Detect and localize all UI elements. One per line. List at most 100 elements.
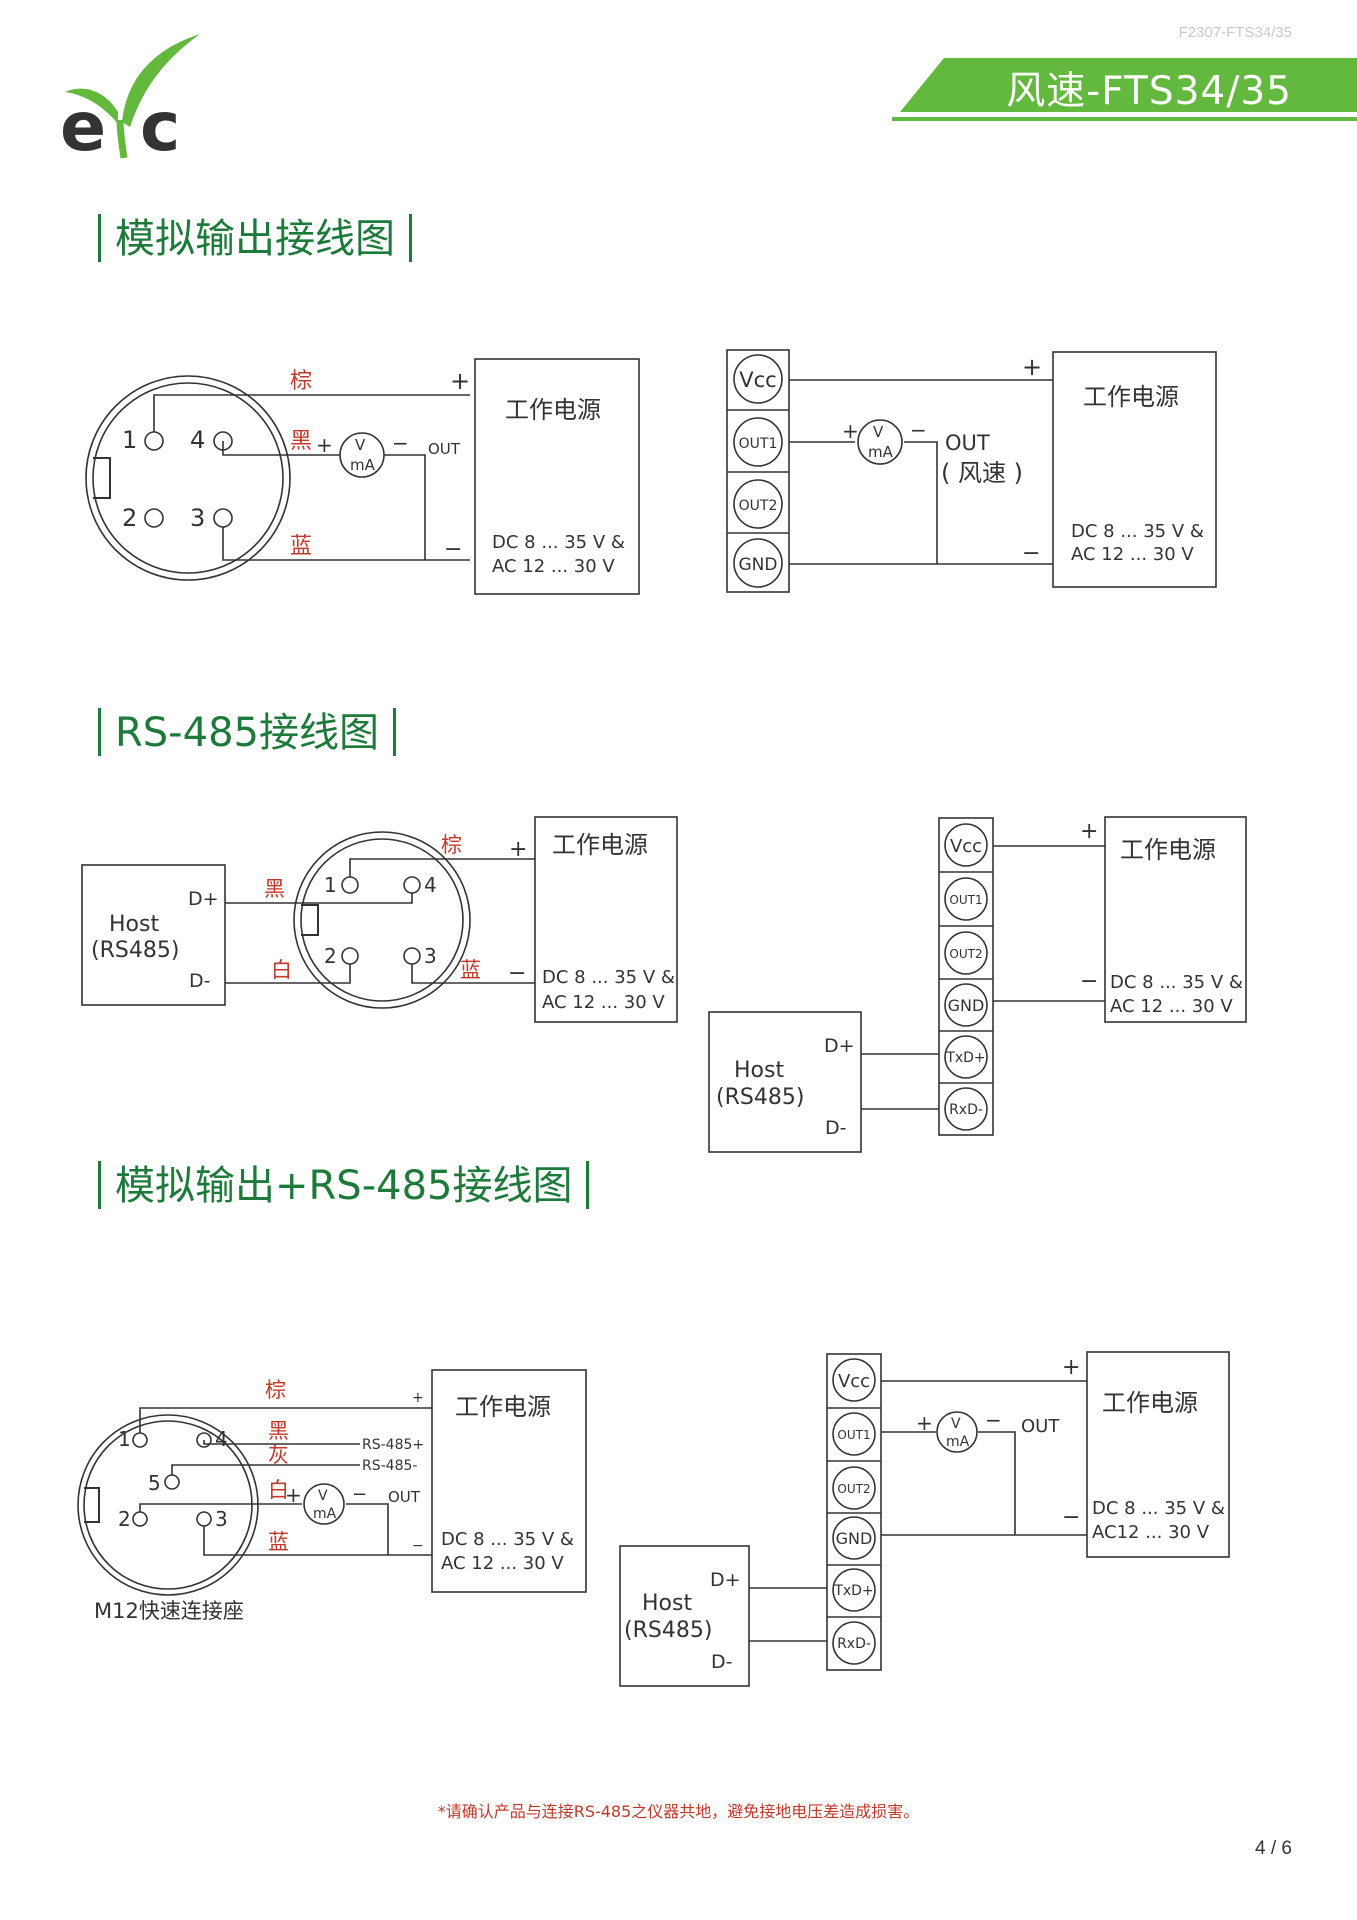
- minus-sign: −: [985, 1408, 1002, 1432]
- logo-leaf-right: [122, 34, 200, 127]
- terminal-label-out2: OUT2: [837, 1482, 870, 1496]
- meter-ma: mA: [868, 443, 894, 461]
- host-rs485-label: (RS485): [91, 938, 179, 963]
- section-title-text: RS-485接线图: [115, 710, 379, 756]
- connector-outer-ring: [293, 831, 471, 1009]
- host-box: [708, 1011, 862, 1153]
- terminal-label-gnd: GND: [739, 555, 778, 575]
- meter-v: V: [873, 423, 884, 441]
- section-title-text: 模拟输出+RS-485接线图: [115, 1163, 573, 1209]
- out-label: OUT: [428, 440, 461, 458]
- power-supply-label: 工作电源: [1102, 1389, 1198, 1417]
- supply-dc: DC 8 ... 35 V &: [1071, 521, 1204, 542]
- pin-label-3: 3: [190, 504, 205, 532]
- meter: [936, 1411, 978, 1453]
- wire-brown: [153, 394, 470, 432]
- connector-outer-ring: [85, 375, 291, 581]
- terminal-vcc: [733, 354, 783, 404]
- footnote: *请确认产品与连接RS-485之仪器共地，避免接地电压差造成损害。: [437, 1802, 920, 1821]
- host-box: [81, 864, 226, 1006]
- title-bar-right: [409, 214, 412, 262]
- terminal-rxd: [944, 1087, 988, 1131]
- wire-white: [139, 1503, 302, 1512]
- wire-blue: [222, 527, 470, 561]
- plus-sign: +: [285, 1483, 302, 1507]
- meter-ma: mA: [313, 1506, 337, 1522]
- pin-3: [403, 947, 421, 965]
- out-label: OUT: [945, 431, 990, 455]
- terminal-rxd: [832, 1621, 876, 1665]
- pin-label-1: 1: [324, 873, 337, 897]
- diagram-combined-connector: 1 4 5 2 3 棕 黑 灰 白 蓝 RS-485+ RS-485- + V …: [77, 1369, 587, 1623]
- power-supply-box: [1086, 1351, 1230, 1558]
- supply-dc: DC 8 ... 35 V &: [441, 1529, 574, 1550]
- terminal-vcc: [832, 1358, 876, 1402]
- power-supply-label: 工作电源: [505, 396, 601, 424]
- meter-v: V: [951, 1416, 961, 1432]
- diagram-analog-connector: 1 4 2 3 棕 黑 蓝 + V mA − OUT + − 工作电源 DC 8…: [85, 358, 640, 595]
- minus-sign: −: [352, 1484, 367, 1505]
- wire-blue: [411, 964, 535, 984]
- pin-label-5: 5: [148, 1471, 161, 1495]
- minus-sign: −: [392, 431, 409, 455]
- terminal-label-vcc: Vcc: [950, 836, 982, 857]
- supply-ac: AC 12 ... 30 V: [542, 992, 665, 1013]
- power-supply-box: [1052, 351, 1217, 588]
- d-plus-label: D+: [188, 888, 219, 910]
- terminal-out1: [733, 417, 783, 467]
- connector-key: [301, 904, 319, 936]
- connector-inner-ring: [300, 838, 464, 1002]
- logo-leaf-left: [65, 88, 118, 124]
- pin-3: [213, 508, 233, 528]
- connector-outer-ring: [77, 1414, 259, 1596]
- pin-label-4: 4: [190, 426, 205, 454]
- header-title: 风速-FTS34/35: [1006, 69, 1292, 114]
- pin-label-4: 4: [424, 873, 437, 897]
- connector-inner-ring: [92, 382, 284, 574]
- plus-terminal: +: [509, 837, 527, 862]
- section-title-text: 模拟输出接线图: [115, 216, 395, 262]
- pin-label-1: 1: [122, 426, 137, 454]
- power-supply-label: 工作电源: [1120, 836, 1216, 864]
- terminal-label-vcc: Vcc: [739, 368, 776, 392]
- power-supply-label: 工作电源: [1083, 383, 1179, 411]
- terminal-gnd: [944, 983, 988, 1027]
- wire-label-white: 白: [268, 1478, 289, 1502]
- pin-label-3: 3: [215, 1507, 228, 1531]
- wire-label-black: 黑: [264, 877, 285, 901]
- host-rs485-label: (RS485): [716, 1085, 804, 1110]
- supply-dc: DC 8 ... 35 V &: [542, 967, 675, 988]
- host-label: Host: [642, 1591, 692, 1616]
- supply-ac: AC 12 ... 30 V: [1110, 996, 1233, 1017]
- terminal-label-gnd: GND: [948, 996, 985, 1015]
- d-minus-label: D-: [711, 1651, 733, 1673]
- terminal-label-out2: OUT2: [739, 498, 778, 514]
- terminal-block: [938, 817, 994, 1136]
- pin-2: [132, 1511, 148, 1527]
- wire-out: [346, 1503, 389, 1555]
- document-code: F2307-FTS34/35: [1178, 24, 1292, 41]
- wire-blue: [203, 1526, 432, 1556]
- power-supply-label: 工作电源: [552, 831, 648, 859]
- meter-ma: mA: [350, 456, 376, 474]
- terminal-txd: [944, 1035, 988, 1079]
- wire-label-blue: 蓝: [460, 958, 481, 982]
- logo-e: e: [60, 88, 106, 162]
- wire-label-brown: 棕: [265, 1378, 286, 1402]
- connector-key: [93, 457, 111, 499]
- wire-out-return: [978, 1431, 1016, 1535]
- terminal-label-rxd: RxD-: [949, 1102, 983, 1118]
- wire-label-grey: 灰: [268, 1443, 289, 1467]
- power-supply-box: [474, 358, 640, 595]
- title-bar-right: [586, 1161, 590, 1209]
- pin-4: [403, 876, 421, 894]
- meter-v: V: [318, 1488, 328, 1504]
- minus-terminal: −: [412, 1538, 424, 1554]
- pin-2: [341, 947, 359, 965]
- pin-label-2: 2: [118, 1507, 131, 1531]
- minus-terminal: −: [444, 537, 462, 562]
- meter-v: V: [355, 436, 366, 454]
- connector-inner-ring: [83, 1420, 253, 1590]
- diagram-rs485-terminals: Vcc OUT1 OUT2 GND TxD+ RxD- + − 工作电源 DC …: [708, 816, 1247, 1153]
